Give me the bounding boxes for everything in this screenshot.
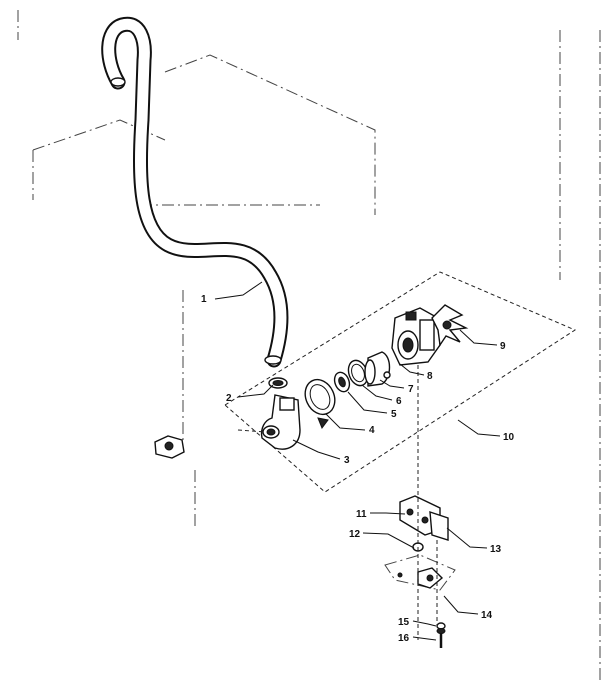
- pump-housing: [260, 394, 301, 450]
- callout-13: 13: [490, 544, 502, 555]
- impeller: [364, 351, 391, 387]
- callout-3: 3: [344, 455, 350, 466]
- leader-lines: [214, 281, 501, 641]
- callout-15: 15: [398, 617, 410, 628]
- callout-labels: 1 2 3 4 5 6 7 8 9 10 11 12 13 14 15 16: [201, 294, 515, 644]
- callout-8: 8: [427, 371, 433, 382]
- drain-hose: [101, 16, 289, 368]
- callout-9: 9: [500, 341, 506, 352]
- callout-5: 5: [391, 409, 397, 420]
- pump-motor: [391, 307, 441, 366]
- washer: [383, 371, 391, 379]
- callout-1: 1: [201, 294, 207, 305]
- o-ring: [333, 371, 351, 393]
- base-plate: [384, 554, 456, 591]
- callout-2: 2: [226, 393, 232, 404]
- motor-bracket: [399, 495, 449, 541]
- hose-clamp: [268, 377, 288, 389]
- callout-12: 12: [349, 529, 361, 540]
- cooling-fan: [431, 304, 469, 347]
- callout-6: 6: [396, 396, 402, 407]
- mounting-flange: [154, 435, 185, 459]
- callout-7: 7: [408, 384, 414, 395]
- cabinet-outline: [17, 10, 601, 680]
- callout-14: 14: [481, 610, 493, 621]
- pump-assembly-boundary: [224, 271, 577, 493]
- callout-11: 11: [356, 509, 367, 520]
- callout-4: 4: [369, 425, 375, 436]
- seal-ring: [347, 359, 369, 387]
- mounting-screw: [436, 628, 446, 648]
- gasket: [304, 378, 336, 430]
- callout-10: 10: [503, 432, 515, 443]
- callout-16: 16: [398, 633, 410, 644]
- alignment-line-3: [237, 429, 266, 433]
